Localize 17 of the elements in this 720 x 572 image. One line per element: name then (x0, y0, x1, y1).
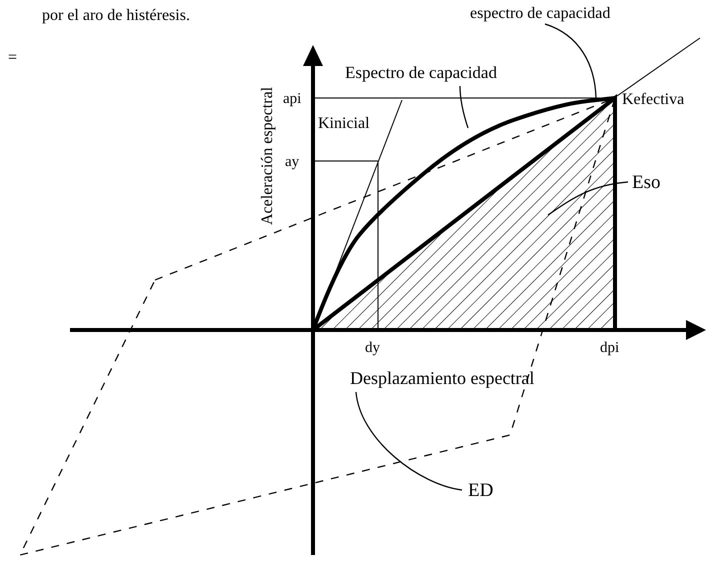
equals-sign: = (8, 49, 18, 66)
axis-tick-label: api (283, 91, 302, 107)
axis-tick-label: dy (365, 340, 380, 356)
axis-title: Desplazamiento espectral (350, 368, 534, 388)
callout-text: Eso (632, 172, 660, 193)
line-label: Kefectiva (622, 91, 684, 108)
axis-tick-label: ay (285, 154, 300, 170)
axis-tick-label: dpi (600, 340, 620, 356)
leader-line (355, 392, 462, 491)
leader-line (459, 86, 469, 128)
callout-text: ED (468, 480, 494, 501)
note-text: por el aro de histéresis. (42, 7, 190, 24)
axis-title: Aceleración espectral (259, 86, 276, 225)
callout-text: espectro de capacidad (470, 5, 610, 22)
callout-text: Espectro de capacidad (345, 63, 497, 82)
leader-line (544, 23, 597, 98)
line-label: Kinicial (318, 115, 370, 132)
